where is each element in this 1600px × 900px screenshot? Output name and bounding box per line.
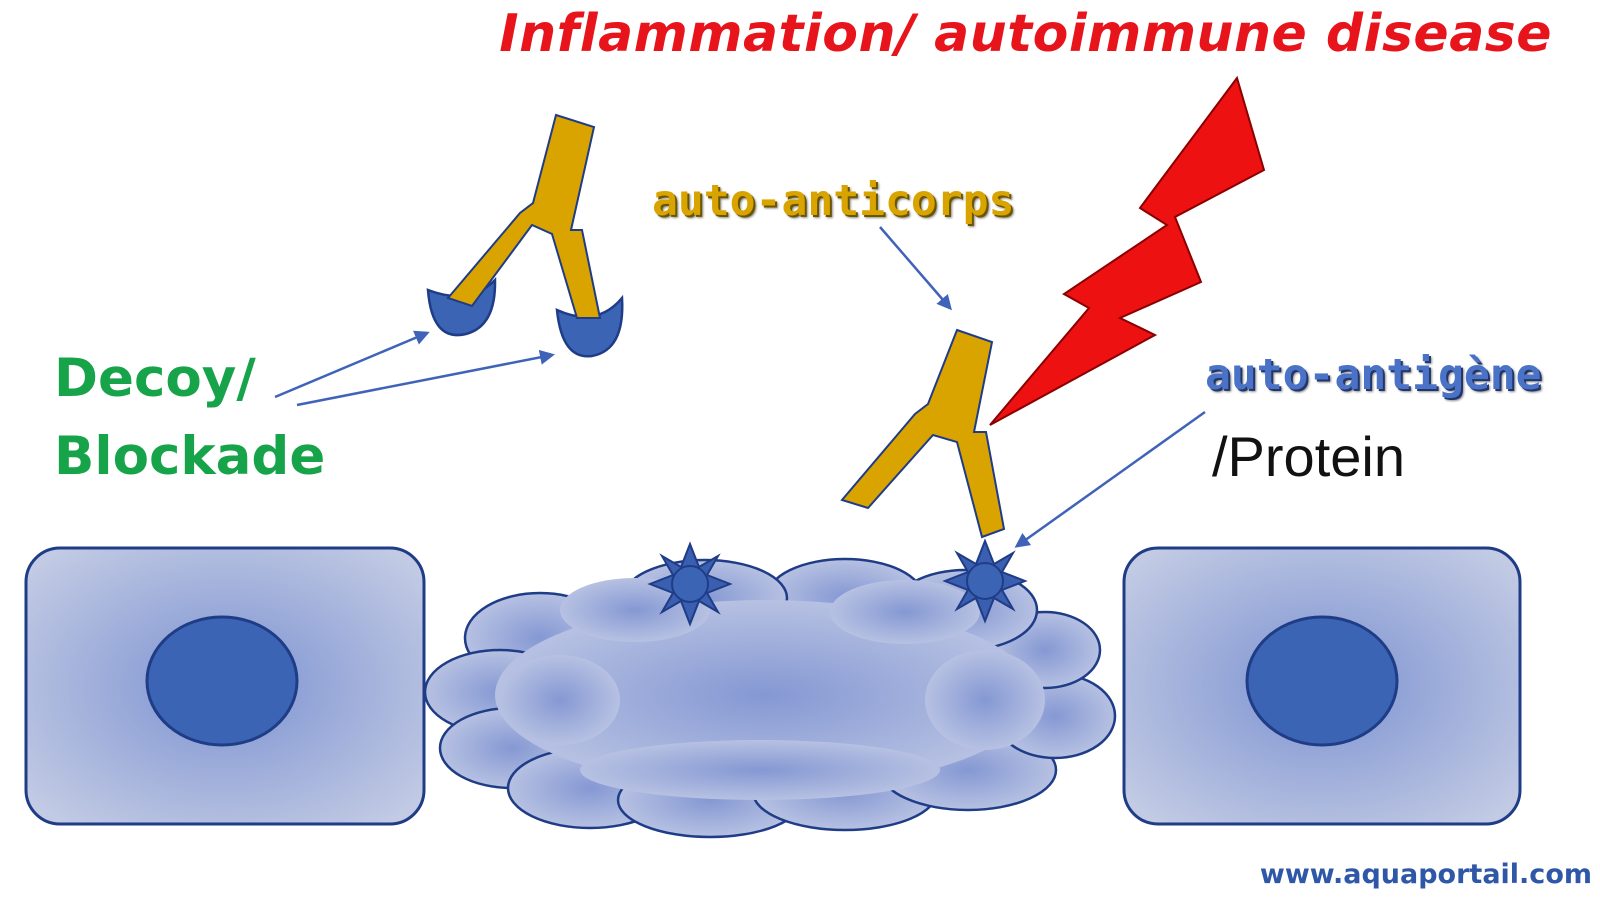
antibody-arrow (879, 226, 952, 311)
antibody-label: auto-anticorps (652, 176, 1015, 226)
lightning-bolt-icon (989, 75, 1266, 426)
antigen-star-icon (942, 538, 1028, 624)
damaged-tissue-cloud (423, 557, 1117, 839)
decoy-label: Decoy/ Blockade (54, 340, 325, 496)
antigen-label: auto-antigène (1205, 350, 1542, 400)
antibody-icon (840, 328, 1006, 539)
antigen-star-icon (647, 541, 733, 627)
diagram-title: Inflammation/ autoimmune disease (499, 4, 1552, 64)
antigen-arrow (1014, 410, 1206, 548)
cell-nucleus-icon (145, 615, 299, 747)
decoy-label-line1: Decoy/ (54, 348, 256, 409)
decoy-label-line2: Blockade (54, 426, 326, 487)
watermark: www.aquaportail.com (1259, 859, 1592, 890)
protein-label: /Protein (1212, 425, 1405, 488)
decoy-arrow (296, 349, 555, 407)
cell-nucleus-icon (1245, 615, 1399, 747)
decoy-arrow (274, 330, 430, 399)
right-cell (1122, 546, 1522, 826)
left-cell (24, 546, 426, 826)
antibody-icon (446, 113, 602, 319)
